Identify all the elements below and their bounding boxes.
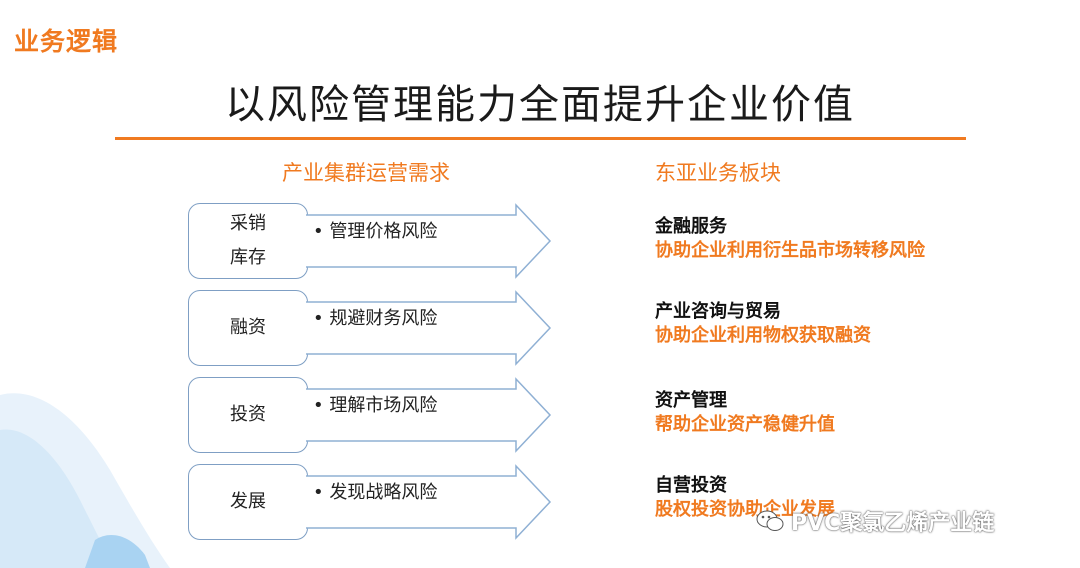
business-description: 协助企业利用物权获取融资 (655, 325, 871, 346)
page-title: 以风险管理能力全面提升企业价值 (225, 82, 855, 128)
flow-row: 发展 • 发现战略风险 自营投资 股权投资协助企业发展 (0, 464, 1080, 544)
left-column-header: 产业集群运营需求 (282, 161, 450, 185)
stage-label: 采销 库存 (230, 213, 266, 268)
wechat-icon (756, 510, 784, 531)
stage-box: 采销 库存 (188, 203, 308, 279)
stage-box: 发展 (188, 464, 308, 540)
risk-item: • 发现战略风险 (313, 482, 438, 503)
flow-row: 融资 • 规避财务风险 产业咨询与贸易 协助企业利用物权获取融资 (0, 290, 1080, 370)
business-block: 金融服务 协助企业利用衍生品市场转移风险 (655, 215, 925, 263)
stage-box: 融资 (188, 290, 308, 366)
stage-box: 投资 (188, 377, 308, 453)
flow-row: 采销 库存 • 管理价格风险 金融服务 协助企业利用衍生品市场转移风险 (0, 203, 1080, 283)
business-title: 自营投资 (655, 475, 727, 496)
watermark-text: PVC聚氯乙烯产业链 (791, 511, 995, 536)
risk-item: • 理解市场风险 (313, 395, 438, 416)
watermark: PVC聚氯乙烯产业链 (755, 505, 994, 537)
business-title: 金融服务 (655, 216, 727, 237)
flow-arrow (306, 464, 552, 540)
title-divider (115, 137, 966, 140)
section-label: 业务逻辑 (14, 27, 119, 56)
business-title: 产业咨询与贸易 (655, 301, 781, 322)
flow-arrow (306, 203, 552, 279)
business-title: 资产管理 (655, 390, 727, 411)
stage-label: 融资 (230, 317, 266, 338)
risk-item: • 规避财务风险 (313, 308, 438, 329)
business-block: 自营投资 股权投资协助企业发展 (655, 474, 835, 522)
risk-item: • 管理价格风险 (313, 221, 438, 242)
business-description: 帮助企业资产稳健升值 (655, 414, 835, 435)
flow-row: 投资 • 理解市场风险 资产管理 帮助企业资产稳健升值 (0, 377, 1080, 457)
right-column-header: 东亚业务板块 (655, 161, 781, 185)
business-description: 股权投资协助企业发展 (655, 499, 835, 520)
business-block: 资产管理 帮助企业资产稳健升值 (655, 389, 835, 437)
stage-label: 发展 (230, 491, 266, 512)
flow-arrow (306, 290, 552, 366)
business-block: 产业咨询与贸易 协助企业利用物权获取融资 (655, 300, 871, 348)
stage-label: 投资 (230, 404, 266, 425)
flow-arrow (306, 377, 552, 453)
business-description: 协助企业利用衍生品市场转移风险 (655, 240, 925, 261)
